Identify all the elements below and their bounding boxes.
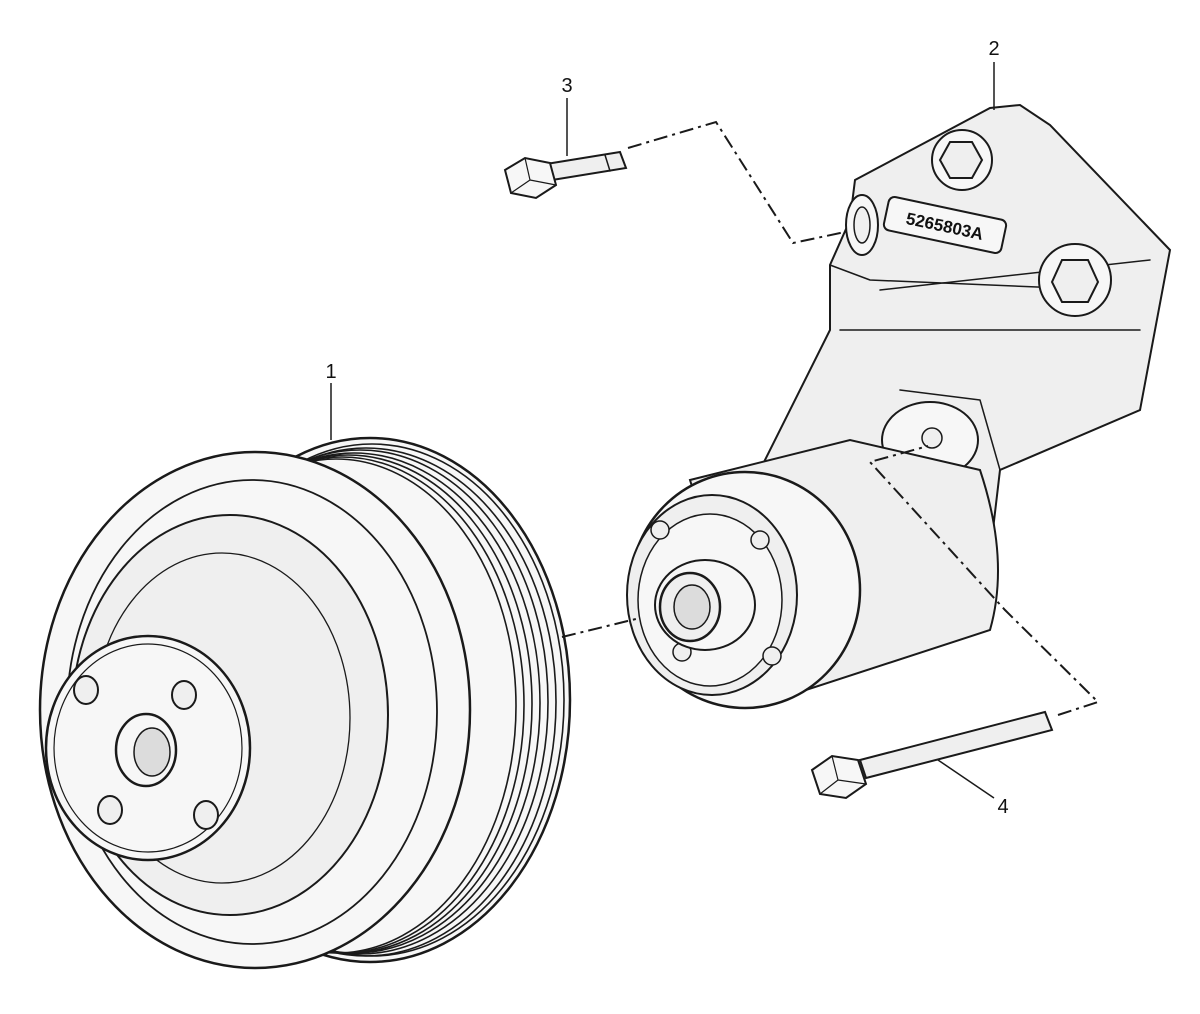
callout-2: 2	[988, 38, 999, 60]
pulley-hole	[193, 800, 219, 830]
pulley	[38, 436, 572, 970]
callout-1: 1	[325, 361, 336, 383]
callout-4: 4	[997, 796, 1008, 818]
centerline-long-bolt	[868, 445, 1100, 716]
long-bolt	[810, 710, 1054, 800]
long-bolt-shank	[858, 710, 1054, 780]
bracket-bolt-top	[931, 129, 993, 191]
long-bolt-head	[810, 754, 868, 800]
leader-4	[937, 759, 995, 799]
centerline-pulley-hub	[561, 617, 641, 638]
pulley-hole	[97, 795, 123, 825]
hub-hole	[750, 530, 770, 550]
callout-3: 3	[561, 75, 572, 97]
bracket-bolt-right	[1038, 243, 1112, 317]
hub-hole	[762, 646, 782, 666]
bracket-ridge	[829, 259, 1151, 471]
pulley-hole	[73, 675, 99, 705]
centerline-short-bolt	[627, 120, 846, 245]
bracket-stamp-plate: 5265803A	[882, 196, 1008, 254]
short-bolt	[503, 150, 628, 200]
hub-hole	[650, 520, 670, 540]
pulley-hole	[171, 680, 197, 710]
bracket-assembly: 5265803A	[626, 103, 1172, 710]
